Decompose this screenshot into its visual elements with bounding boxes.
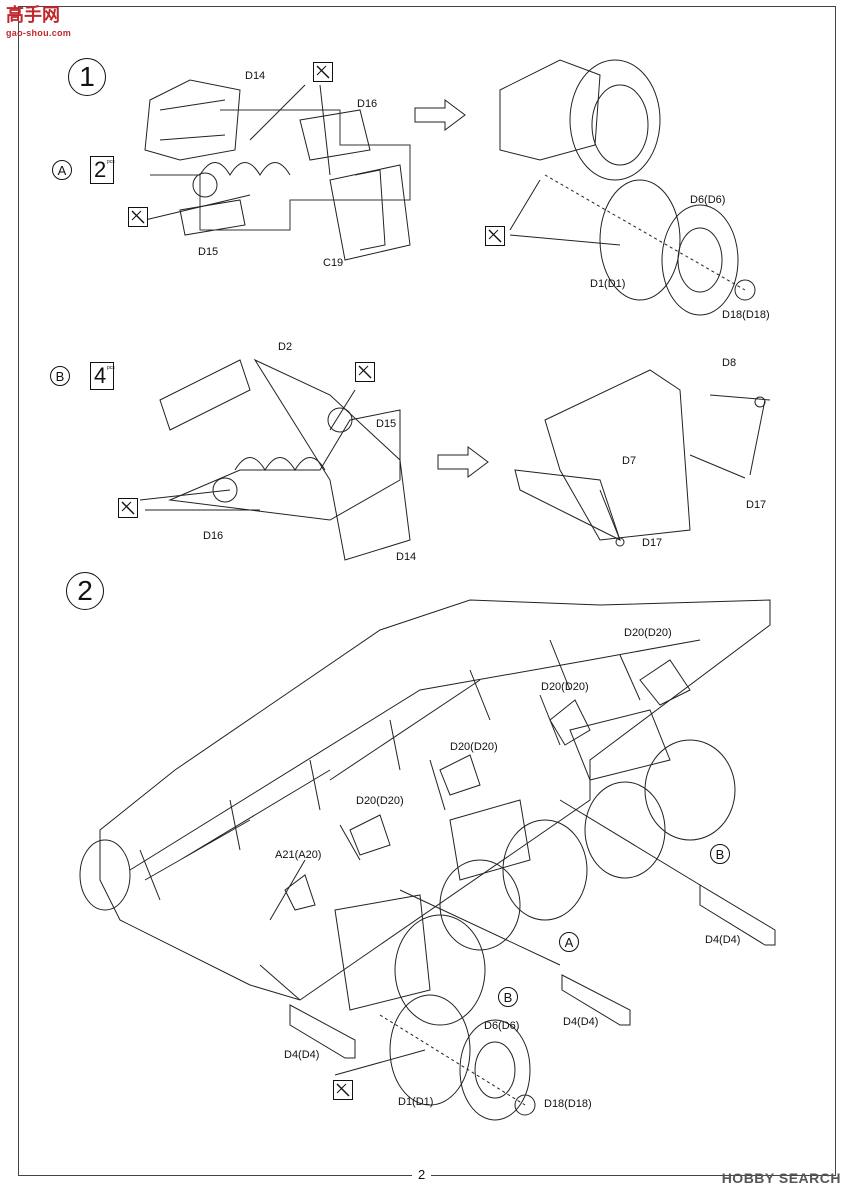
sub-assembly-a-marker: A	[559, 932, 579, 952]
part-label: D18(D18)	[544, 1098, 592, 1110]
cement-icon	[485, 226, 505, 246]
part-label: D1(D1)	[398, 1096, 434, 1108]
part-label: D8	[722, 357, 737, 369]
page-number: 2	[412, 1167, 432, 1182]
part-label: D20(D20)	[450, 741, 498, 753]
part-label: D17	[746, 499, 767, 511]
part-label: D6(D6)	[690, 194, 726, 206]
part-label: A21(A20)	[275, 849, 322, 861]
part-label: C19	[323, 257, 344, 269]
sub-assembly-b-marker: B	[50, 366, 70, 386]
part-label: D4(D4)	[705, 934, 741, 946]
part-label: D20(D20)	[624, 627, 672, 639]
part-label: D17	[642, 537, 663, 549]
part-label: D20(D20)	[356, 795, 404, 807]
sub-assembly-b-marker: B	[498, 987, 518, 1007]
part-label: D14	[245, 70, 266, 82]
part-label: D4(D4)	[563, 1016, 599, 1028]
part-label: D7	[622, 455, 637, 467]
part-label: D1(D1)	[590, 278, 626, 290]
part-label: D15	[376, 418, 397, 430]
part-label: D16	[203, 530, 224, 542]
part-label: D20(D20)	[541, 681, 589, 693]
part-label: D4(D4)	[284, 1049, 320, 1061]
sub-assembly-a-marker: A	[52, 160, 72, 180]
part-label: D15	[198, 246, 219, 258]
cement-icon	[118, 498, 138, 518]
cement-icon	[128, 207, 148, 227]
part-label: D2	[278, 341, 293, 353]
part-label: D16	[357, 98, 378, 110]
cement-icon	[355, 362, 375, 382]
brand-watermark: HOBBY SEARCH	[721, 1170, 841, 1186]
part-label: D18(D18)	[722, 309, 770, 321]
step-1-number: 1	[68, 58, 106, 96]
step-2-number: 2	[66, 572, 104, 610]
part-label: D14	[396, 551, 417, 563]
cement-icon	[333, 1080, 353, 1100]
part-label: D6(D6)	[484, 1020, 520, 1032]
watermark-logo: 高手网 gao-shou.com	[6, 5, 72, 38]
cement-icon	[313, 62, 333, 82]
sub-assembly-b-marker: B	[710, 844, 730, 864]
